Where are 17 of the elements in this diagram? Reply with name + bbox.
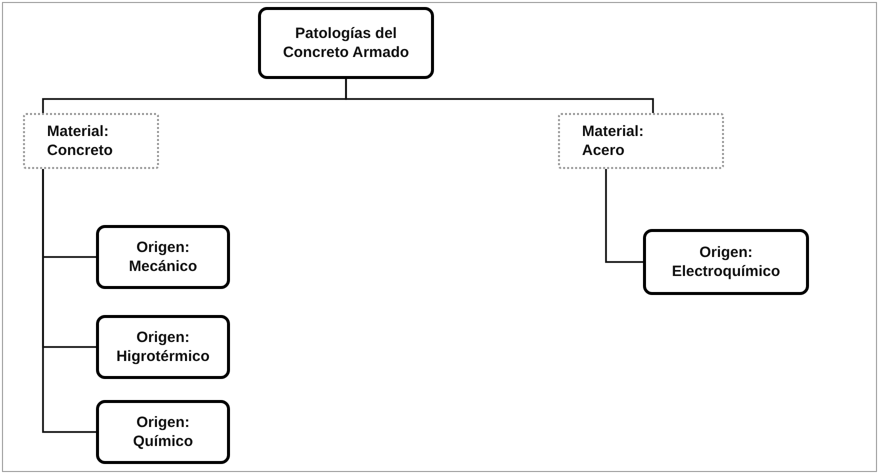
node-label: Origen: Higrotérmico (115, 328, 211, 366)
origin-box (643, 229, 809, 295)
origin-box (96, 315, 230, 379)
node-label: Origen: Electroquímico (670, 243, 782, 281)
connector-line (605, 169, 643, 263)
connector-line (345, 79, 654, 113)
category-box (558, 113, 724, 169)
node-label: Material: Acero (582, 122, 645, 160)
category-box (23, 113, 159, 169)
node-label: Patologías del Concreto Armado (282, 24, 410, 62)
origin-box (96, 225, 230, 289)
node-label: Origen: Mecánico (128, 238, 198, 276)
node-label: Material: Concreto (47, 122, 114, 160)
root-box (258, 7, 434, 79)
origin-box (96, 400, 230, 464)
node-label: Origen: Químico (132, 413, 194, 451)
connector-line (42, 169, 96, 433)
